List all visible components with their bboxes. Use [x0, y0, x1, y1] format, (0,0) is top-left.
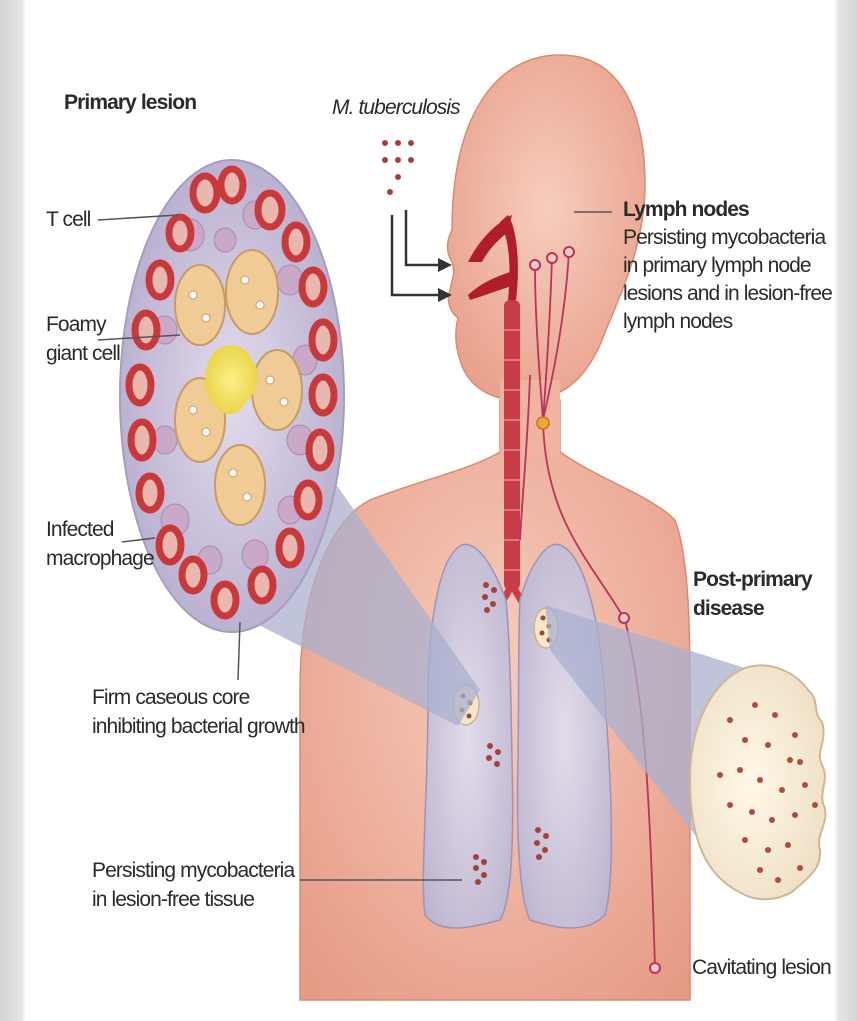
- inhalation-arrows: [392, 210, 440, 295]
- post-primary-label-line2: disease: [693, 596, 764, 622]
- caseous-core-label-line2: inhibiting bacterial growth: [92, 714, 305, 740]
- cavitating-lesion: [690, 665, 825, 899]
- lymph-nodes-desc-line4: lymph nodes: [623, 309, 732, 335]
- lymph-nodes-title: Lymph nodes: [623, 197, 749, 223]
- foamy-giant-cell-label-line2: giant cell: [46, 341, 120, 367]
- cavitating-lesion-label: Cavitating lesion: [692, 955, 831, 981]
- persisting-label-line1: Persisting mycobacteria: [92, 858, 294, 884]
- head: [448, 55, 646, 398]
- inhaled-bacteria: [382, 140, 414, 195]
- foamy-giant-cell-label-line1: Foamy: [46, 312, 106, 338]
- arrow-head-upper: [438, 258, 452, 272]
- left-lung: [423, 544, 512, 928]
- lymph-nodes-desc-line2: in primary lymph node: [623, 253, 811, 279]
- lymph-nodes-desc-line1: Persisting mycobacteria: [623, 225, 825, 251]
- m-tuberculosis-label: M. tuberculosis: [332, 95, 460, 121]
- post-primary-label-line1: Post-primary: [693, 567, 812, 593]
- infected-macrophage-label-line2: macrophage: [46, 546, 154, 572]
- persisting-label-line2: in lesion-free tissue: [92, 887, 254, 913]
- primary-lesion-title: Primary lesion: [64, 90, 196, 116]
- lymph-nodes-desc-line3: lesions and in lesion-free: [623, 281, 832, 307]
- trachea: [504, 300, 520, 590]
- t-cell-label: T cell: [46, 207, 90, 233]
- infected-macrophage-label-line1: Infected: [46, 517, 114, 543]
- caseous-core-label-line1: Firm caseous core: [92, 685, 249, 711]
- lymph-node-orange: [537, 417, 549, 429]
